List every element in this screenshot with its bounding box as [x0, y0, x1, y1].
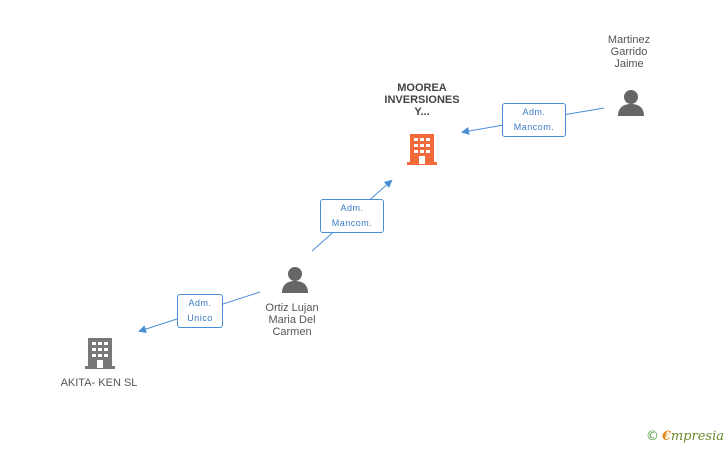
building-icon[interactable]: [84, 336, 116, 370]
person-icon[interactable]: [616, 88, 646, 118]
node-label-akita[interactable]: AKITA- KEN SL: [60, 377, 138, 389]
node-label-martinez[interactable]: Martinez Garrido Jaime: [607, 34, 651, 70]
building-icon[interactable]: [406, 132, 438, 166]
edge-label-ortiz-moorea[interactable]: Adm. Mancom.: [320, 199, 384, 233]
copyright-symbol: ©: [645, 429, 659, 444]
node-label-moorea[interactable]: MOOREA INVERSIONES Y...: [384, 82, 460, 118]
person-icon[interactable]: [280, 265, 310, 295]
brand-name: mpresia: [670, 429, 724, 444]
edge-label-martinez-moorea[interactable]: Adm. Mancom.: [502, 103, 566, 137]
brand-e: €: [661, 429, 671, 444]
edge-label-ortiz-akita[interactable]: Adm. Unico: [177, 294, 223, 328]
brand-logo: ©€mpresia: [646, 429, 724, 444]
node-label-ortiz[interactable]: Ortiz Lujan Maria Del Carmen: [265, 302, 319, 338]
